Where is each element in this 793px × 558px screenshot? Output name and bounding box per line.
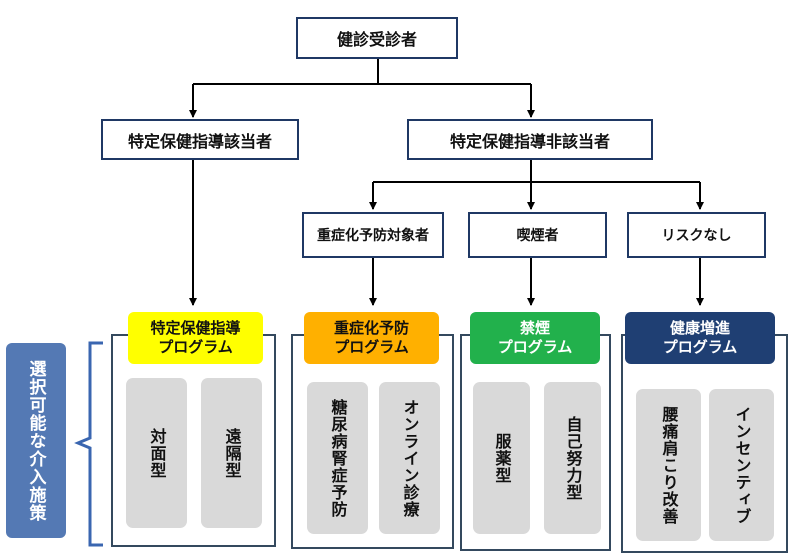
program-2-subtitle: プログラム [334,338,409,356]
smoker-box: 喫煙者 [468,212,607,258]
guidance-nontarget-label: 特定保健指導非該当者 [449,131,610,151]
program-1-title: 特定保健指導 [150,319,241,337]
online-consultation-card: オンライン診療 [379,382,440,534]
exam-recipients-box: 健診受診者 [296,17,458,59]
severe-prevention-target-label: 重症化予防対象者 [317,228,429,244]
self-effort-card: 自己努力型 [544,382,601,534]
exam-recipients-label: 健診受診者 [336,30,417,49]
severe-prevention-target-box: 重症化予防対象者 [302,212,444,258]
in-person-card: 対面型 [126,378,187,528]
remote-card: 遠隔型 [201,378,262,528]
intervention-options-label: 選択可能な介入施策 [6,343,66,538]
program-2-title: 重症化予防 [333,319,409,337]
diabetic-nephropathy-prevention-card: 糖尿病腎症予防 [307,382,368,534]
guidance-target-box: 特定保健指導該当者 [101,119,299,160]
specific-guidance-program-header: 特定保健指導 プログラム [128,312,263,364]
severe-prevention-program-header: 重症化予防 プログラム [304,312,439,364]
program-3-subtitle: プログラム [497,338,573,356]
program-4-title: 健康増進 [669,319,730,337]
health-promotion-program-header: 健康増進 プログラム [625,312,775,364]
program-1-subtitle: プログラム [158,338,233,356]
program-4-subtitle: プログラム [662,338,738,356]
guidance-nontarget-box: 特定保健指導非該当者 [407,119,653,160]
medication-card: 服薬型 [473,382,530,534]
smoker-label: 喫煙者 [516,228,559,244]
smoking-cessation-program-header: 禁煙 プログラム [470,312,600,364]
back-shoulder-relief-card: 腰痛肩こり改善 [636,389,701,541]
no-risk-box: リスクなし [627,212,766,258]
program-3-title: 禁煙 [519,319,550,337]
incentive-card: インセンティブ [709,389,774,541]
guidance-target-label: 特定保健指導該当者 [127,131,272,151]
brace-bracket [74,341,103,547]
no-risk-label: リスクなし [661,228,732,244]
